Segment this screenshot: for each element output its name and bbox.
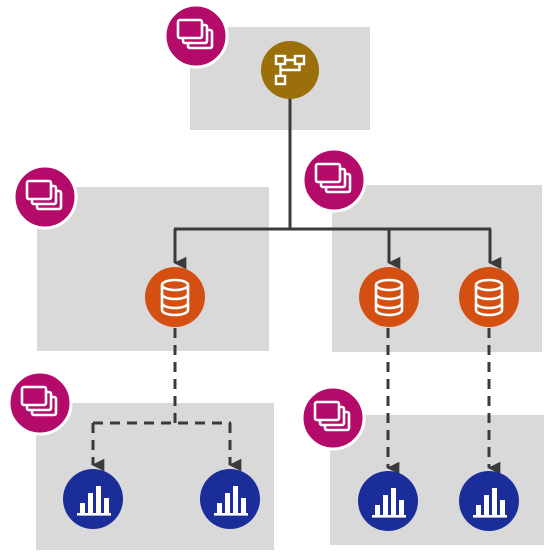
root-node[interactable]: [261, 41, 319, 99]
workspace-badge-dataset-right: [301, 147, 367, 213]
connector-dataset-1-to-reports: [93, 328, 231, 425]
panel-reports-right: [330, 415, 544, 545]
dashed-connectors: [91, 328, 501, 475]
report-node-3[interactable]: [358, 471, 418, 531]
report-node-4[interactable]: [459, 471, 519, 531]
stacked-windows-icon: [25, 179, 63, 211]
workspace-badge-root: [163, 3, 229, 69]
stacked-windows-icon: [313, 400, 351, 432]
dataset-node-2[interactable]: [359, 267, 419, 327]
solid-connectors: [173, 98, 502, 270]
panel-dataset-left: [37, 187, 269, 351]
stacked-windows-icon: [314, 162, 352, 194]
workspace-badge-reports-left: [7, 370, 73, 436]
dataset-node-3[interactable]: [459, 267, 519, 327]
report-node-1[interactable]: [63, 469, 123, 529]
stacked-windows-icon: [20, 385, 58, 417]
workspace-badge-reports-right: [300, 385, 366, 451]
panel-dataset-right: [332, 185, 542, 352]
workspace-badge-dataset-left: [12, 164, 78, 230]
report-node-2[interactable]: [200, 469, 260, 529]
stacked-windows-icon: [176, 18, 214, 50]
dataset-node-1[interactable]: [145, 267, 205, 327]
